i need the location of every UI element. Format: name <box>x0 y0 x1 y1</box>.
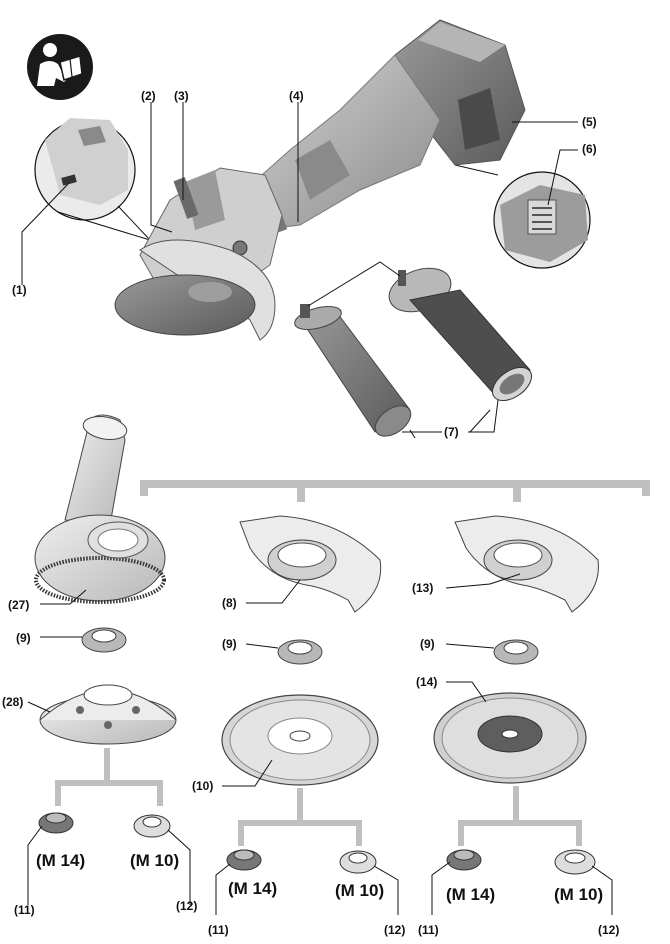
callout-7: (7) <box>444 425 459 439</box>
side-handle-standard <box>294 304 412 437</box>
bracket-col3 <box>458 786 582 846</box>
callout-4: (4) <box>289 89 304 103</box>
clamping-nut-m10-col3 <box>554 849 596 875</box>
clamping-nut-m14-col1 <box>38 812 74 834</box>
callout-12-col2: (12) <box>384 923 406 937</box>
thread-label-m10-col1: (M 10) <box>130 851 180 870</box>
mounting-flange-col3 <box>493 639 539 665</box>
callout-2: (2) <box>141 89 156 103</box>
callout-11-col1: (11) <box>14 903 35 917</box>
thread-label-m14-col2: (M 14) <box>228 879 278 898</box>
cup-wheel <box>39 684 177 745</box>
callout-28: (28) <box>2 695 24 709</box>
protection-guard-col2 <box>239 515 382 613</box>
leader-lines-top <box>21 102 578 433</box>
bracket-col1 <box>55 748 163 806</box>
callout-14: (14) <box>416 675 438 689</box>
cutting-guard <box>454 515 599 613</box>
bracket-col2 <box>238 788 362 846</box>
callout-12-col3: (12) <box>598 923 620 937</box>
callout-12-col1: (12) <box>176 899 198 913</box>
callout-6: (6) <box>582 142 597 156</box>
callout-5: (5) <box>582 115 597 129</box>
thread-label-m10-col2: (M 10) <box>335 881 385 900</box>
clamping-nut-m10-col1 <box>133 814 171 838</box>
read-manual-icon <box>27 34 93 100</box>
leader-lines-bottom <box>27 573 613 915</box>
callout-27: (27) <box>8 598 30 612</box>
side-handle-vibration <box>388 267 533 402</box>
callout-11-col2: (11) <box>208 923 229 937</box>
extraction-hood <box>34 414 166 604</box>
callout-10: (10) <box>192 779 214 793</box>
thread-label-m14-col3: (M 14) <box>446 885 496 904</box>
mounting-flange-col1 <box>81 627 127 653</box>
grinding-disc <box>221 694 379 786</box>
clamping-nut-m14-col2 <box>226 849 262 871</box>
callout-3: (3) <box>174 89 189 103</box>
callout-9-col1: (9) <box>16 631 31 645</box>
callout-9-col3: (9) <box>420 637 435 651</box>
detail-battery-indicator <box>454 164 591 269</box>
callout-9-col2: (9) <box>222 637 237 651</box>
thread-label-m14-col1: (M 14) <box>36 851 86 870</box>
callout-1: (1) <box>12 283 27 297</box>
clamping-nut-m10-col2 <box>339 850 377 874</box>
angle-grinder <box>114 19 526 341</box>
detail-lock-button <box>34 118 151 241</box>
callout-8: (8) <box>222 596 237 610</box>
cutting-disc <box>433 692 587 784</box>
mounting-flange-col2 <box>277 639 323 665</box>
distribution-bracket <box>140 480 650 502</box>
callout-11-col3: (11) <box>418 923 439 937</box>
callout-13: (13) <box>412 581 434 595</box>
thread-label-m10-col3: (M 10) <box>554 885 604 904</box>
clamping-nut-m14-col3 <box>446 849 482 871</box>
